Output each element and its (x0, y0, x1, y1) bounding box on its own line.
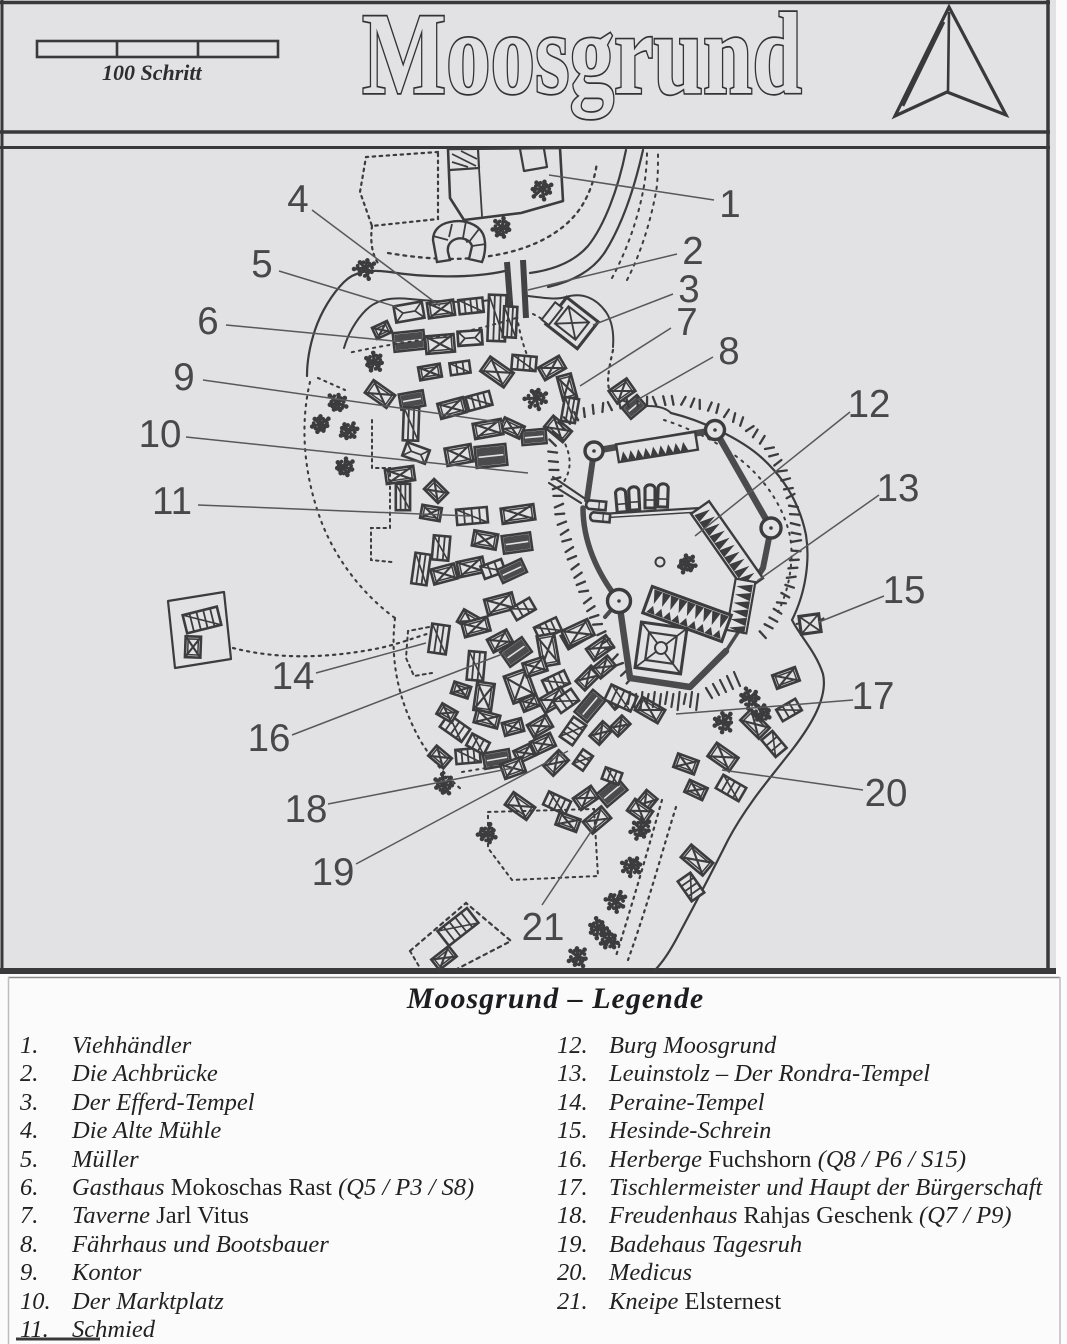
svg-text:3: 3 (678, 268, 699, 311)
svg-text:6: 6 (197, 300, 218, 343)
svg-text:15: 15 (883, 569, 926, 612)
svg-text:20: 20 (865, 772, 908, 815)
svg-text:11: 11 (152, 480, 192, 523)
svg-text:19: 19 (312, 851, 355, 894)
svg-text:1: 1 (719, 183, 740, 226)
svg-text:18: 18 (285, 788, 328, 831)
svg-text:5: 5 (251, 243, 272, 286)
svg-text:7: 7 (676, 301, 697, 344)
svg-text:16: 16 (248, 717, 291, 760)
svg-text:Moosgrund: Moosgrund (362, 0, 802, 119)
svg-text:10: 10 (139, 413, 182, 456)
svg-text:8: 8 (718, 330, 739, 373)
svg-text:21: 21 (522, 906, 565, 949)
svg-text:17: 17 (852, 675, 895, 718)
svg-text:2: 2 (682, 230, 703, 273)
svg-text:100 Schritt: 100 Schritt (102, 60, 203, 85)
svg-text:9: 9 (173, 356, 194, 399)
svg-text:12: 12 (848, 383, 891, 426)
svg-text:14: 14 (272, 655, 315, 698)
svg-text:4: 4 (287, 178, 308, 221)
svg-text:13: 13 (877, 467, 920, 510)
